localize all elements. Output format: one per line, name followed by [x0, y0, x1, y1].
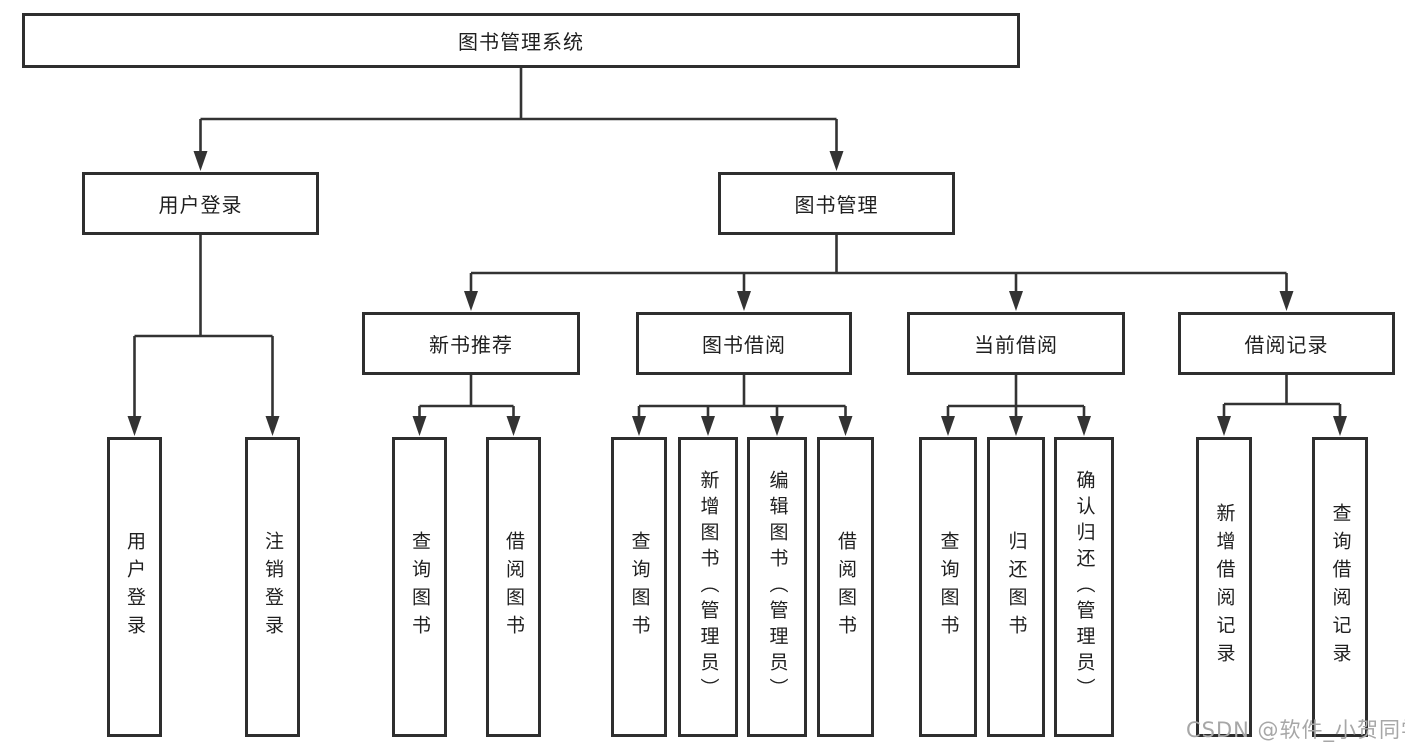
leaf-borrow-books-borrowing: 借阅图书	[817, 437, 874, 737]
node-borrow-records: 借阅记录	[1178, 312, 1395, 375]
node-book-borrowing: 图书借阅	[636, 312, 852, 375]
node-user-login: 用户登录	[82, 172, 319, 235]
leaf-query-books-current: 查询图书	[919, 437, 977, 737]
leaf-edit-books-admin: 编辑图书（管理员）	[747, 437, 807, 737]
leaf-add-borrow-record: 新增借阅记录	[1196, 437, 1252, 737]
leaf-query-books-recommend: 查询图书	[392, 437, 447, 737]
leaf-user-login: 用户登录	[107, 437, 162, 737]
node-current-borrowing: 当前借阅	[907, 312, 1125, 375]
leaf-return-books: 归还图书	[987, 437, 1045, 737]
leaf-borrow-books-recommend: 借阅图书	[486, 437, 541, 737]
node-book-management: 图书管理	[718, 172, 955, 235]
node-root-library-system: 图书管理系统	[22, 13, 1020, 68]
leaf-query-borrow-record: 查询借阅记录	[1312, 437, 1368, 737]
leaf-confirm-return-admin: 确认归还（管理员）	[1054, 437, 1114, 737]
leaf-logout-login: 注销登录	[245, 437, 300, 737]
leaf-query-books-borrowing: 查询图书	[611, 437, 667, 737]
node-new-book-recommend: 新书推荐	[362, 312, 580, 375]
csdn-watermark: CSDN @软件_小贺同学	[1186, 718, 1405, 742]
arrowheads	[127, 151, 1347, 436]
leaf-add-books-admin: 新增图书（管理员）	[678, 437, 738, 737]
